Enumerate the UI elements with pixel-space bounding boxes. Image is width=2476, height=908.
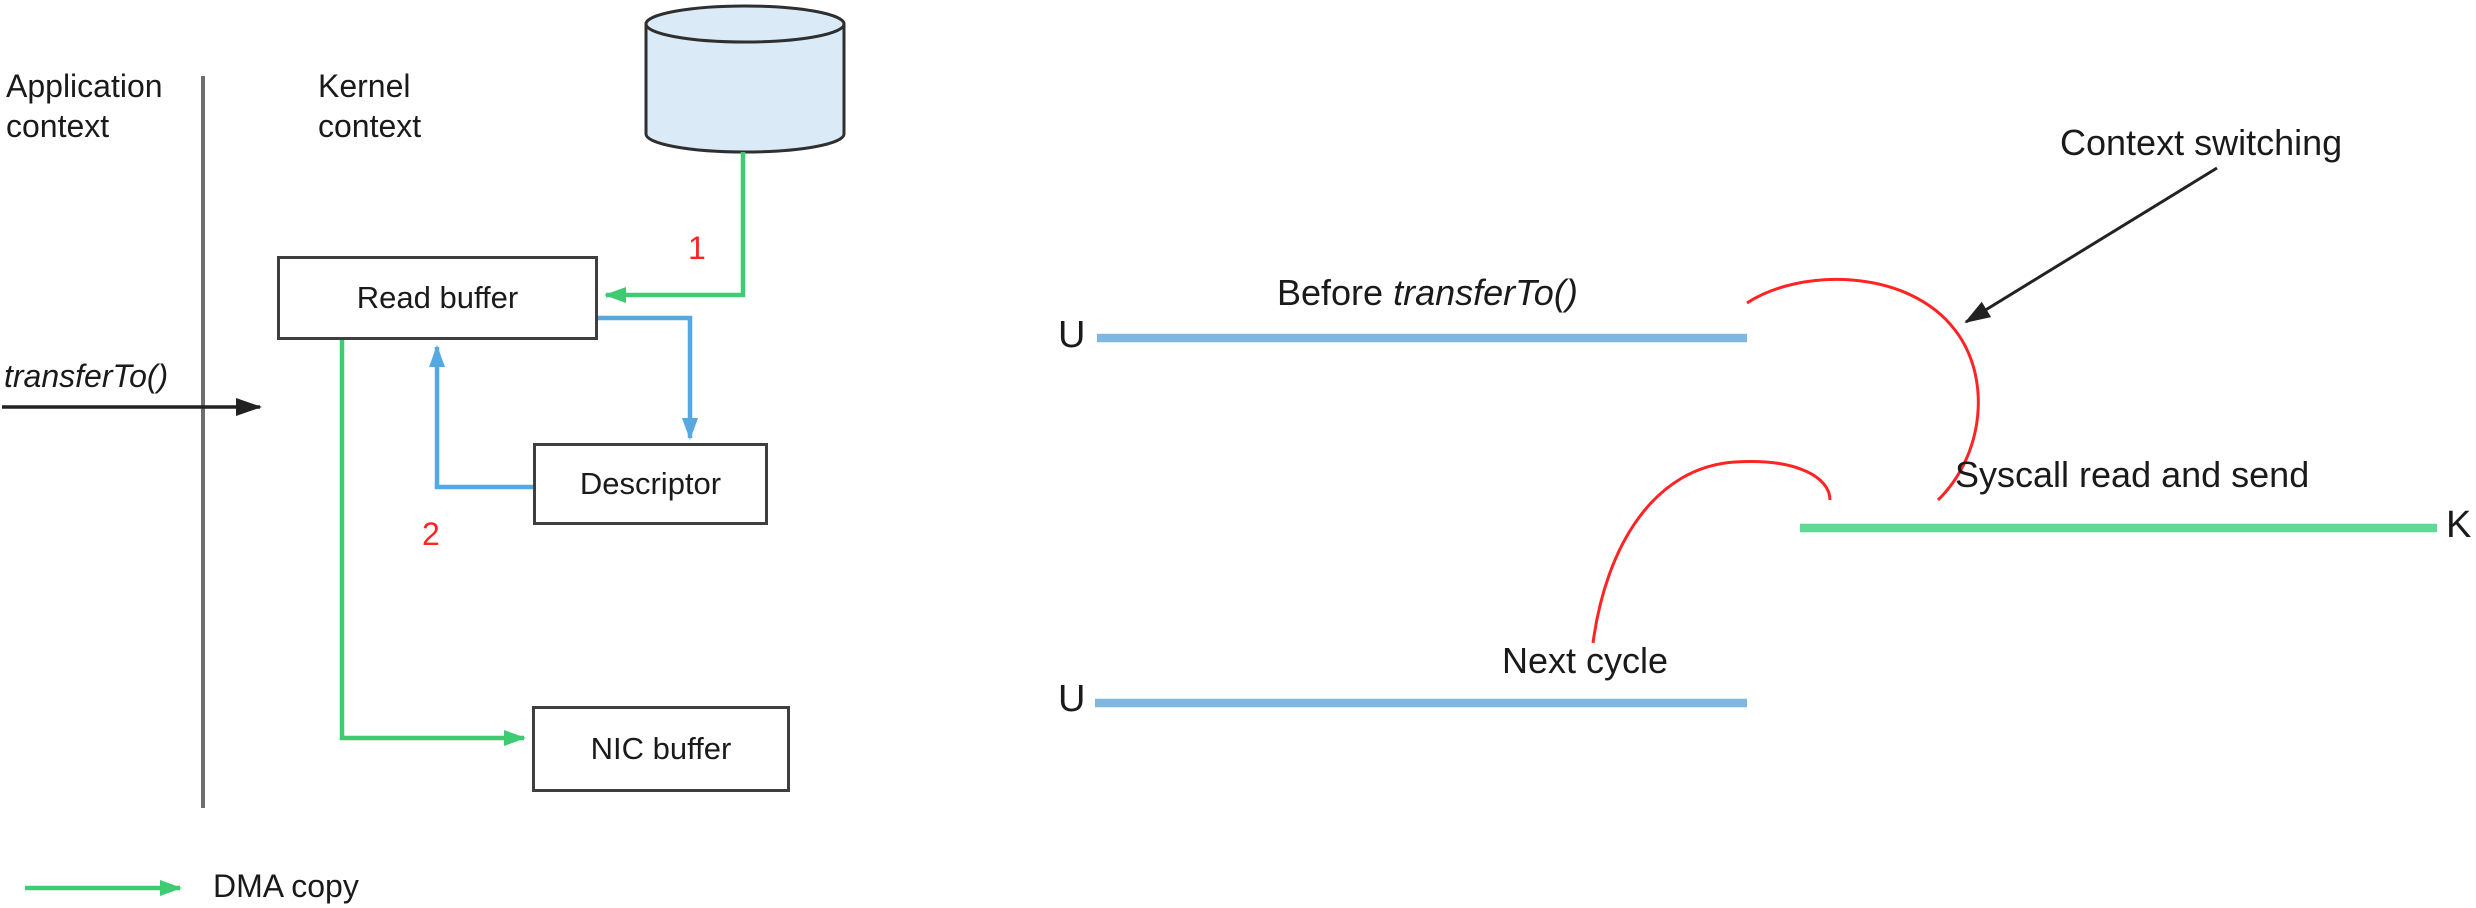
context-switch-arc-user-to-kernel [1746, 277, 1980, 502]
syscall-read-send-label: Syscall read and send [1955, 454, 2310, 495]
descriptor-label: Descriptor [579, 466, 722, 501]
read-buffer-box: Read buffer [277, 256, 598, 340]
application-context-label: Application context [6, 68, 163, 144]
kernel-timeline-label: K [2446, 504, 2472, 546]
next-cycle-label: Next cycle [1502, 640, 1669, 681]
copy-arrow-descriptor-to-read-buffer [429, 345, 533, 490]
kernel-context-label: Kernel context [318, 68, 422, 144]
dma-arrow-disk-to-read-buffer [604, 152, 746, 303]
dma-arrow-read-buffer-to-nic [339, 340, 526, 746]
before-transferto-label: Before transferTo() [1277, 272, 1578, 314]
context-switching-label: Context switching [2060, 122, 2343, 163]
step-1-label: 1 [688, 230, 706, 266]
descriptor-box: Descriptor [533, 443, 768, 525]
legend-dma-copy-label: DMA copy [213, 868, 359, 904]
context-switching-arrow [1964, 166, 2218, 324]
step-2-label: 2 [422, 516, 440, 552]
transferto-label: transferTo() [4, 358, 169, 394]
copy-arrow-read-buffer-to-descriptor [598, 315, 698, 440]
disk-cylinder [644, 4, 846, 154]
read-buffer-label: Read buffer [356, 280, 519, 315]
user-timeline-1-label: U [1058, 314, 1086, 356]
before-prefix-text: Before [1277, 272, 1394, 313]
nic-buffer-label: NIC buffer [590, 731, 732, 766]
user-timeline-2-label: U [1058, 678, 1086, 720]
nic-buffer-box: NIC buffer [532, 706, 790, 792]
context-switch-arc-kernel-to-user [1591, 459, 1832, 644]
before-transferto-italic: transferTo() [1393, 272, 1578, 313]
